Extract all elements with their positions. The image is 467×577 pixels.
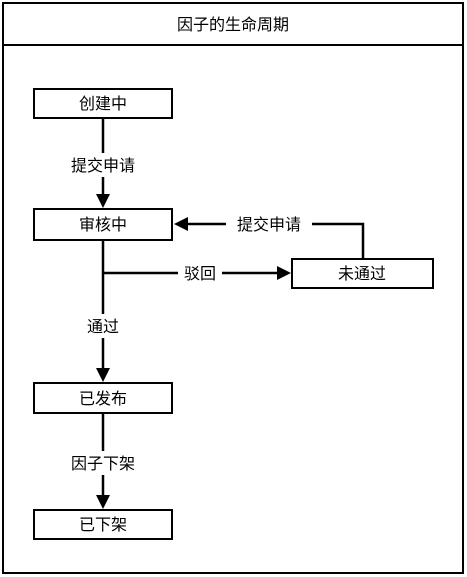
edge-label-bg	[178, 261, 222, 285]
node-delisted: 已下架	[33, 509, 173, 540]
node-creating: 创建中	[33, 88, 173, 119]
arrow-head	[96, 495, 110, 509]
node-label: 已下架	[79, 515, 127, 534]
node-reviewing: 审核中	[33, 208, 173, 241]
edge-label-bg	[60, 451, 146, 475]
edge-label-resubmit: 提交申请	[237, 215, 301, 234]
edge-label-approve: 通过	[87, 317, 119, 336]
arrow-head	[174, 217, 188, 231]
arrow-head	[277, 266, 291, 280]
edge-label-delist: 因子下架	[71, 454, 135, 473]
diagram-title: 因子的生命周期	[177, 15, 289, 34]
edge-label-bg	[60, 153, 146, 177]
node-label: 创建中	[79, 94, 127, 113]
edge-label-bg	[76, 314, 130, 338]
node-published: 已发布	[33, 382, 173, 414]
edge-label-bg	[226, 212, 312, 236]
arrow-head	[96, 194, 110, 208]
edge-label-reject: 驳回	[184, 264, 216, 283]
node-rejected: 未通过	[291, 258, 434, 289]
node-label: 已发布	[79, 389, 127, 408]
edge-label-submit: 提交申请	[71, 156, 135, 175]
arrow-head	[96, 368, 110, 382]
node-label: 审核中	[79, 215, 127, 234]
node-label: 未通过	[338, 264, 386, 283]
